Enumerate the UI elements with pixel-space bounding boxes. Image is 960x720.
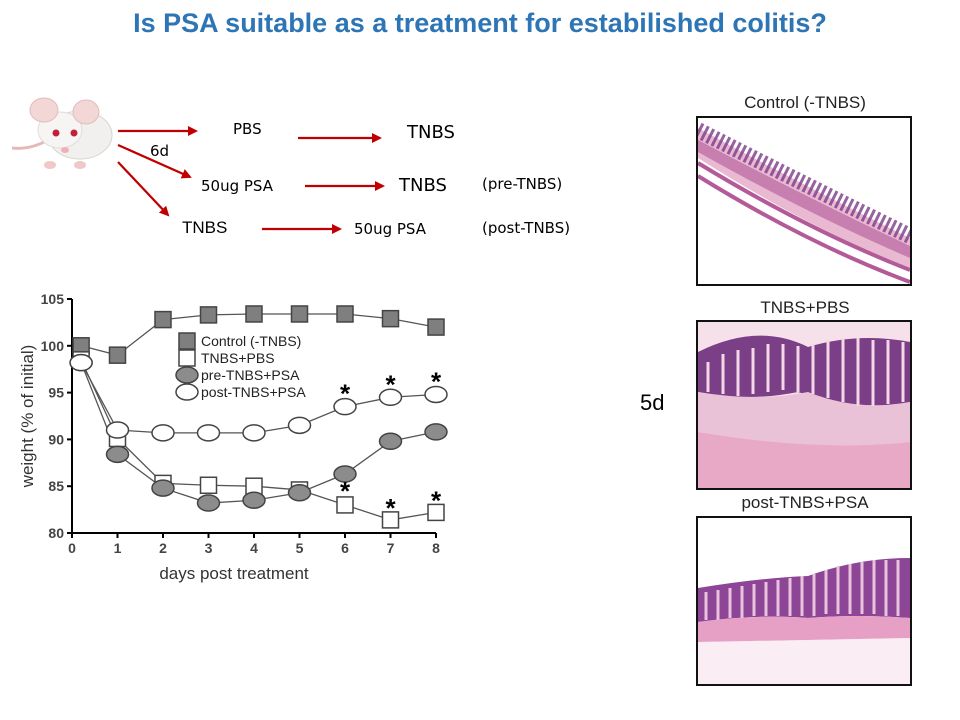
- scheme-row2-from: 50ug PSA: [201, 177, 273, 195]
- histology-image-control: [698, 118, 910, 284]
- series-2-point-1: [105, 445, 130, 464]
- series-3-point-1: [105, 421, 130, 439]
- x-tick-label-2: 2: [159, 540, 167, 556]
- series-1-point-3: [199, 476, 218, 495]
- x-tick-label-6: 6: [341, 540, 349, 556]
- series-0-point-2: [154, 310, 172, 329]
- histology-duration-label: 5d: [640, 390, 665, 415]
- y-tick-label-95: 95: [48, 385, 64, 401]
- series-3-point-4: [242, 424, 266, 442]
- histology-panel-tnbs-pbs: [696, 320, 912, 490]
- x-tick-label-0: 0: [68, 540, 76, 556]
- series-0-point-5: [290, 305, 309, 323]
- scheme-row3-to: 50ug PSA: [354, 220, 426, 238]
- x-tick-label-7: 7: [387, 540, 395, 556]
- series-0-point-7: [381, 309, 400, 328]
- series-0-point-6: [336, 305, 354, 323]
- arrow-mouse-to-psa: [117, 143, 192, 179]
- mouse-image: [11, 97, 113, 169]
- series-1-point-8: [427, 503, 445, 522]
- histology-label-control: Control (-TNBS): [744, 93, 866, 112]
- legend-marker-2: [175, 366, 199, 384]
- legend-label-1: TNBS+PBS: [201, 350, 275, 366]
- series-0-point-8: [427, 318, 445, 336]
- series-2-point-7: [378, 432, 403, 451]
- y-tick-label-100: 100: [41, 338, 65, 354]
- series-2-point-6: [333, 465, 357, 483]
- scheme-row1-from: PBS: [233, 120, 262, 138]
- series-3-point-3: [196, 424, 221, 442]
- significance-star-5: *: [431, 485, 442, 515]
- histology-label-post-psa: post-TNBS+PSA: [741, 493, 869, 512]
- histology-panel-control: [696, 116, 912, 286]
- series-0-point-1: [108, 346, 127, 364]
- histology-image-post-psa: [698, 518, 910, 684]
- histology-label-tnbs-pbs: TNBS+PBS: [760, 298, 850, 317]
- x-tick-label-4: 4: [250, 540, 258, 556]
- legend-marker-0: [178, 332, 196, 350]
- series-0-point-4: [245, 305, 263, 323]
- series-1-point-6: [336, 496, 354, 514]
- series-3-point-5: [287, 416, 312, 435]
- series-2-point-5: [287, 484, 312, 502]
- series-2-point-8: [424, 423, 448, 441]
- legend-marker-3: [175, 383, 199, 401]
- scheme-row2-to: TNBS: [399, 175, 447, 196]
- y-tick-label-105: 105: [41, 291, 65, 307]
- y-tick-label-90: 90: [48, 431, 64, 447]
- histology-image-tnbs-pbs: [698, 322, 910, 488]
- series-3-point-2: [151, 424, 175, 442]
- scheme-row3-note: (post-TNBS): [482, 219, 571, 237]
- histology-panel-post-psa: [696, 516, 912, 686]
- y-tick-label-80: 80: [48, 525, 64, 541]
- x-axis-label: days post treatment: [159, 564, 309, 583]
- y-axis-label: weight (% of initial): [18, 345, 37, 489]
- x-tick-label-3: 3: [205, 540, 213, 556]
- series-3-point-7: [378, 388, 403, 407]
- series-0-point-3: [199, 306, 218, 324]
- scheme-row2-note: (pre-TNBS): [482, 175, 563, 193]
- legend-label-3: post-TNBS+PSA: [201, 384, 306, 400]
- scheme-interval: 6d: [150, 142, 170, 160]
- series-2-point-2: [151, 479, 175, 497]
- arrow-mouse-to-tnbs: [117, 161, 170, 217]
- y-tick-label-85: 85: [48, 478, 64, 494]
- weight-chart: 80 85 90 95 100 105 0 1 2 3 4 5 6 7 8 days post treatme…: [18, 291, 448, 583]
- x-tick-label-8: 8: [432, 540, 440, 556]
- significance-star-2: *: [431, 367, 442, 397]
- series-3-point-6: [333, 397, 357, 416]
- legend-label-0: Control (-TNBS): [201, 333, 301, 349]
- significance-star-4: *: [385, 493, 396, 523]
- slide-title: Is PSA suitable as a treatment for estab…: [133, 8, 827, 38]
- scheme-row1-to: TNBS: [407, 122, 455, 143]
- significance-star-1: *: [385, 369, 396, 399]
- scheme-arrows: [117, 126, 385, 234]
- scheme-row3-from: TNBS: [182, 218, 228, 237]
- series-2-point-4: [242, 491, 266, 509]
- series-3-point-8: [424, 385, 448, 404]
- x-tick-label-1: 1: [114, 540, 122, 556]
- legend-marker-1: [178, 349, 196, 367]
- significance-star-0: *: [340, 379, 351, 409]
- significance-star-3: *: [340, 476, 351, 506]
- series-1-point-7: [381, 511, 400, 529]
- x-tick-label-5: 5: [296, 540, 304, 556]
- series-2-point-3: [196, 494, 221, 512]
- series-3-point-0: [69, 353, 93, 372]
- legend-label-2: pre-TNBS+PSA: [201, 367, 300, 383]
